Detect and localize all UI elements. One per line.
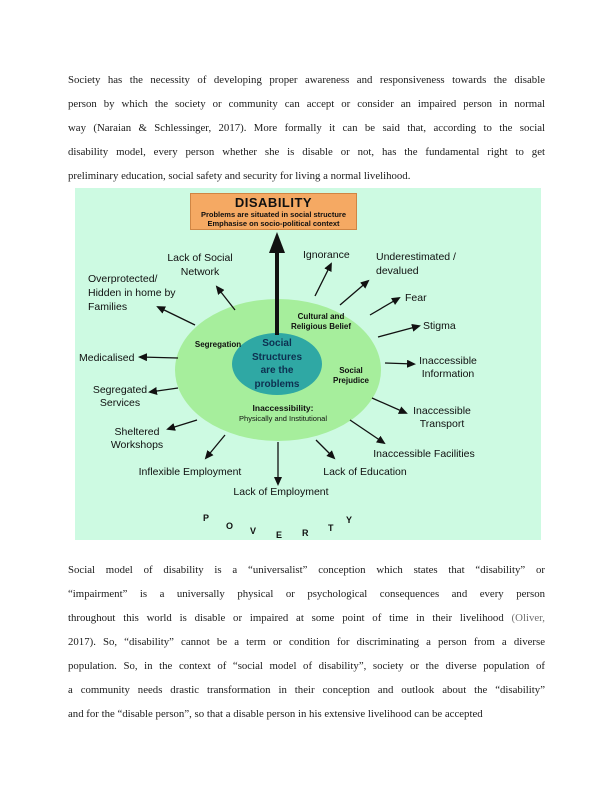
label-lack-of-employment: Lack of Employment (233, 486, 329, 498)
social-model-disability-diagram: DISABILITY Problems are situated in soci… (75, 188, 541, 540)
paragraph-line: preliminary education, social safety and… (68, 170, 411, 182)
arrow-ignorance (314, 262, 332, 297)
label-cultural-religious-belief: Cultural and Religious Belief (290, 312, 351, 331)
paragraph-line: 2017). So, “disability” cannot be a term… (68, 636, 545, 648)
label-inaccessible-information: Inaccessible Information (419, 355, 477, 380)
label-inaccessible-transport: Inaccessible Transport (413, 405, 471, 430)
paragraph-top: Society has the necessity of developing … (68, 68, 545, 188)
poverty-letter: Y (346, 515, 353, 525)
paragraph-line: way (Naraian & Schlessinger, 2017). More… (68, 122, 545, 134)
paragraph-line: throughout this world is disable or impa… (68, 606, 545, 630)
paragraph-text: throughout this world is disable or impa… (68, 612, 512, 624)
paragraph-line: Society has the necessity of developing … (68, 74, 545, 86)
paragraph-line: Social model of disability is a “univers… (68, 564, 545, 576)
label-stigma: Stigma (423, 320, 456, 332)
disability-header-box: DISABILITY Problems are situated in soci… (190, 193, 357, 230)
diagram-subtitle: Emphasise on socio-political context (207, 219, 340, 228)
poverty-letter: R (302, 528, 309, 538)
poverty-letter: O (226, 521, 234, 531)
arrow-segregated-services (148, 387, 179, 395)
paragraph-line: a community needs drastic transformation… (68, 684, 545, 696)
label-lack-of-education: Lack of Education (323, 466, 407, 478)
label-sheltered-workshops: Sheltered Workshops (110, 426, 164, 451)
radiating-arrows (138, 262, 421, 486)
label-underestimated-devalued: Underestimated / devalued (376, 251, 456, 277)
label-segregation: Segregation (194, 340, 242, 349)
arrow-medicalised (138, 353, 179, 362)
diagram-subtitle: Problems are situated in social structur… (200, 210, 347, 219)
paragraph-line: and for the “disable person”, so that a … (68, 708, 483, 720)
poverty-letter: E (276, 530, 283, 540)
label-fear: Fear (405, 292, 427, 304)
arrow-overprotected (156, 306, 196, 326)
arrow-inaccessible-information (384, 359, 416, 368)
label-ignorance: Ignorance (303, 249, 350, 261)
arrow-lack-social-network (215, 285, 236, 311)
label-inaccessibility-sub: Physically and Institutional (239, 414, 327, 423)
arrow-stigma (377, 323, 421, 338)
label-inaccessible-facilities: Inaccessible Facilities (373, 448, 475, 460)
label-segregated-services: Segregated Services (92, 384, 148, 409)
diagram-canvas (75, 188, 541, 540)
poverty-letter: P (203, 513, 210, 523)
paragraph-line: person by which the society or community… (68, 98, 545, 110)
arrow-fear (369, 296, 401, 316)
paragraph-line: disability model, every person whether s… (68, 146, 545, 158)
center-ellipse-label: Social Structures are the problems (251, 338, 302, 390)
poverty-letter: T (328, 523, 334, 533)
label-overprotected: Overprotected/ Hidden in home by Familie… (88, 273, 176, 313)
citation-oliver: (Oliver, (511, 612, 545, 624)
thick-up-arrow-icon (269, 232, 285, 335)
arrow-inaccessible-facilities (349, 419, 386, 445)
paragraph-line: population. So, in the context of “socia… (68, 660, 545, 672)
center-ellipse (232, 333, 322, 395)
poverty-letter: V (250, 526, 257, 536)
arrow-inflexible-employment (204, 434, 226, 460)
paragraph-bottom: Social model of disability is a “univers… (68, 558, 545, 726)
diagram-title: DISABILITY (234, 195, 313, 210)
arrow-underestimated (339, 279, 370, 306)
arrow-sheltered-workshops (166, 419, 198, 431)
label-inaccessibility: Inaccessibility: (252, 403, 314, 413)
label-inflexible-employment: Inflexible Employment (138, 466, 242, 478)
paragraph-line: “impairment” is a universally physical o… (68, 588, 545, 600)
label-social-prejudice: Social Prejudice (332, 366, 369, 385)
label-medicalised: Medicalised (79, 352, 135, 364)
arrow-inaccessible-transport (371, 397, 408, 414)
arrow-lack-education (315, 439, 336, 460)
label-lack-of-social-network: Lack of Social Network (167, 252, 233, 278)
